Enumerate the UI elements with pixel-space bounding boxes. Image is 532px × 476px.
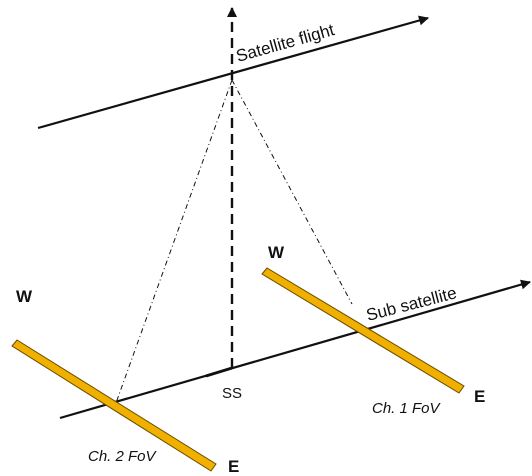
ss-tick: [205, 366, 233, 378]
ch2-east-label: E: [228, 457, 239, 476]
sub-satellite-line: [59, 279, 531, 420]
ch1-east-label: E: [474, 387, 485, 406]
ch2-view-line: [115, 79, 233, 404]
ss-label: SS: [222, 385, 242, 402]
sub-satellite-label: Sub satellite: [364, 283, 458, 325]
ch2-fov-bar: [11, 339, 217, 472]
ch2-west-label: W: [16, 287, 33, 306]
ch1-view-line: [231, 79, 353, 305]
ch1-fov-label: Ch. 1 FoV: [372, 400, 442, 417]
ch1-fov-bar: [261, 267, 465, 394]
ch1-west-label: W: [268, 243, 285, 262]
ch2-fov-label: Ch. 2 FoV: [88, 448, 158, 465]
